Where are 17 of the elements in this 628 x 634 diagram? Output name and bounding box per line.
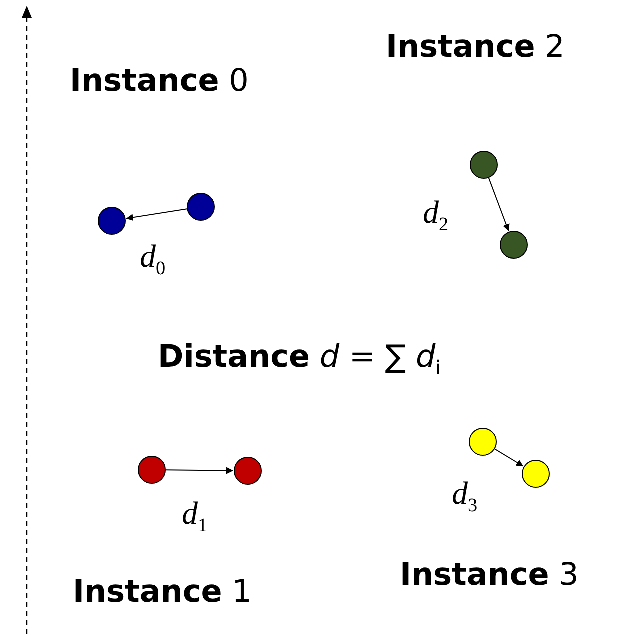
text-label: Instance 2	[386, 30, 565, 64]
text-label: Distance d = ∑ d$_{i}$	[158, 340, 441, 380]
text-label: Instance 0	[70, 64, 249, 98]
arrow	[488, 178, 510, 232]
circle-node	[98, 207, 126, 235]
circle-node	[138, 456, 166, 484]
circle-node	[234, 457, 262, 485]
circle-node	[500, 231, 528, 259]
arrow	[494, 448, 524, 467]
circle-node	[469, 428, 497, 456]
circle-node	[470, 151, 498, 179]
arrow	[126, 208, 188, 222]
text-label: Instance 1	[73, 575, 252, 610]
text-label: Instance 3	[400, 558, 579, 592]
circle-node	[187, 193, 215, 221]
arrow	[166, 467, 234, 474]
circle-node	[522, 460, 550, 488]
